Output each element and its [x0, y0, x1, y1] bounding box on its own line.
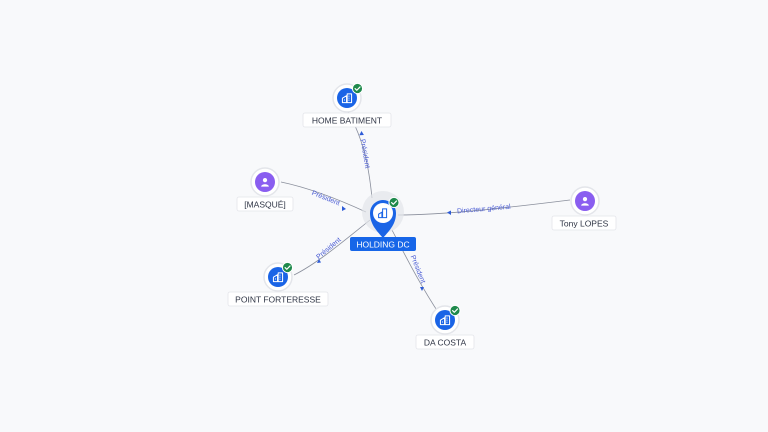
- edge-label: Président: [409, 254, 427, 284]
- edge-label: Président: [315, 237, 342, 261]
- node-masque[interactable]: [MASQUÉ]: [236, 167, 294, 212]
- edge-label: Président: [311, 190, 341, 208]
- arrow-icon: [447, 210, 451, 215]
- check-icon: [282, 262, 293, 273]
- central-label-bg: [350, 237, 416, 251]
- node-label: POINT FORTERESSE: [235, 294, 321, 304]
- central-node[interactable]: HOLDING DC: [350, 191, 416, 251]
- edge-label: Directeur général: [457, 204, 512, 216]
- edge-masque[interactable]: Président: [280, 181, 367, 213]
- node-da-costa[interactable]: DA COSTA: [415, 305, 475, 350]
- edge-tony-lopes[interactable]: Directeur général: [397, 199, 571, 216]
- edge-line: [293, 219, 371, 276]
- node-label-bg: [302, 112, 392, 128]
- check-icon: [449, 305, 461, 316]
- node-tony-lopes[interactable]: Tony LOPES: [551, 186, 617, 231]
- edge-label: Président: [358, 139, 370, 169]
- edges: Président Président Président Président …: [280, 111, 571, 316]
- node-label-bg: [227, 291, 329, 307]
- node-point-forteresse[interactable]: POINT FORTERESSE: [227, 262, 329, 307]
- building-icon-outline: [378, 208, 388, 219]
- check-icon: [352, 83, 363, 94]
- node-label-bg: [415, 334, 475, 350]
- arrow-icon: [317, 259, 321, 263]
- arrow-icon: [342, 206, 346, 211]
- edge-line: [397, 199, 571, 216]
- node-label-bg: [236, 196, 294, 212]
- node-label: HOME BATIMENT: [312, 115, 382, 125]
- edge-line: [280, 181, 367, 213]
- node-label: Tony LOPES: [560, 218, 609, 228]
- node-home-batiment[interactable]: HOME BATIMENT: [302, 83, 392, 128]
- node-label-bg: [551, 215, 617, 231]
- node-label: DA COSTA: [424, 337, 467, 347]
- arrow-icon: [359, 131, 364, 136]
- node-label: [MASQUÉ]: [244, 199, 286, 209]
- arrow-icon: [420, 287, 424, 291]
- check-icon: [388, 197, 400, 208]
- central-label: HOLDING DC: [356, 239, 409, 249]
